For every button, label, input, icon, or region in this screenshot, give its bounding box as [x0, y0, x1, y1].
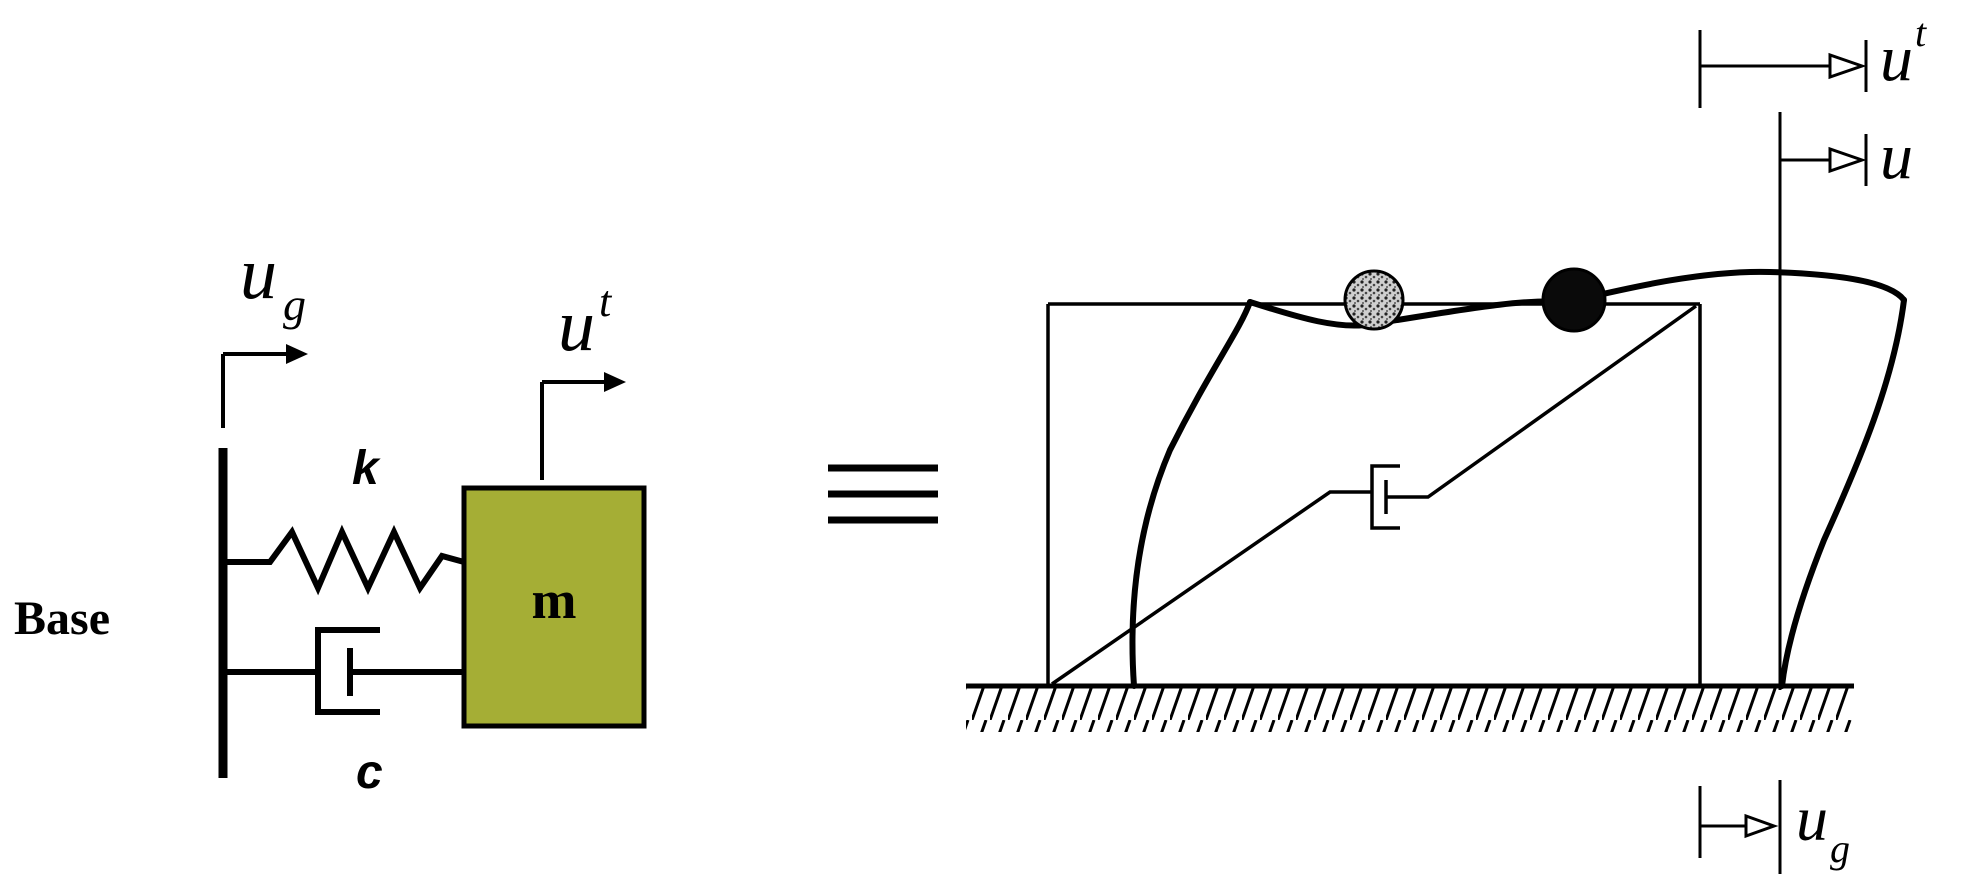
- ground-displacement-subscript: g: [283, 279, 306, 330]
- mass-label: m: [532, 570, 577, 630]
- mass-block: [461, 485, 647, 729]
- frame-structure: ut u ug: [966, 10, 1927, 874]
- frame-total-displacement-symbol: u: [1880, 22, 1913, 95]
- frame-relative-displacement-label: u: [1880, 120, 1913, 193]
- frame-relative-displacement-arrow: [1780, 134, 1868, 186]
- brace-damper: [1051, 304, 1698, 686]
- base-label: Base: [14, 592, 110, 645]
- frame-ground-displacement-label: ug: [1796, 783, 1850, 871]
- frame-ground-displacement-subscript: g: [1830, 826, 1850, 871]
- ground-displacement-symbol: u: [240, 233, 277, 315]
- total-displacement-superscript: t: [599, 277, 613, 326]
- total-displacement-symbol: u: [558, 285, 595, 367]
- frame-ground-displacement-arrow: [1700, 813, 1779, 839]
- plastic-hinge-full: [1541, 267, 1607, 333]
- frame-total-displacement-label: ut: [1880, 10, 1927, 95]
- spring: [227, 524, 465, 596]
- ground: [966, 683, 1854, 732]
- total-displacement-label: ut: [558, 277, 613, 367]
- total-displacement-arrow: [540, 372, 626, 480]
- plastic-hinge-partial: [1343, 269, 1405, 331]
- frame-ground-displacement-symbol: u: [1796, 783, 1828, 854]
- deformed-frame: [1129, 268, 1907, 689]
- damper: [227, 627, 464, 715]
- damper-label: c: [356, 746, 383, 799]
- frame-total-displacement-arrow: [1700, 40, 1868, 92]
- spring-label: k: [352, 442, 381, 495]
- equivalence-symbol: ≡: [828, 464, 938, 524]
- frame-total-displacement-superscript: t: [1915, 10, 1927, 55]
- undeformed-frame: [1046, 302, 1702, 686]
- ground-displacement-arrow: [221, 344, 308, 428]
